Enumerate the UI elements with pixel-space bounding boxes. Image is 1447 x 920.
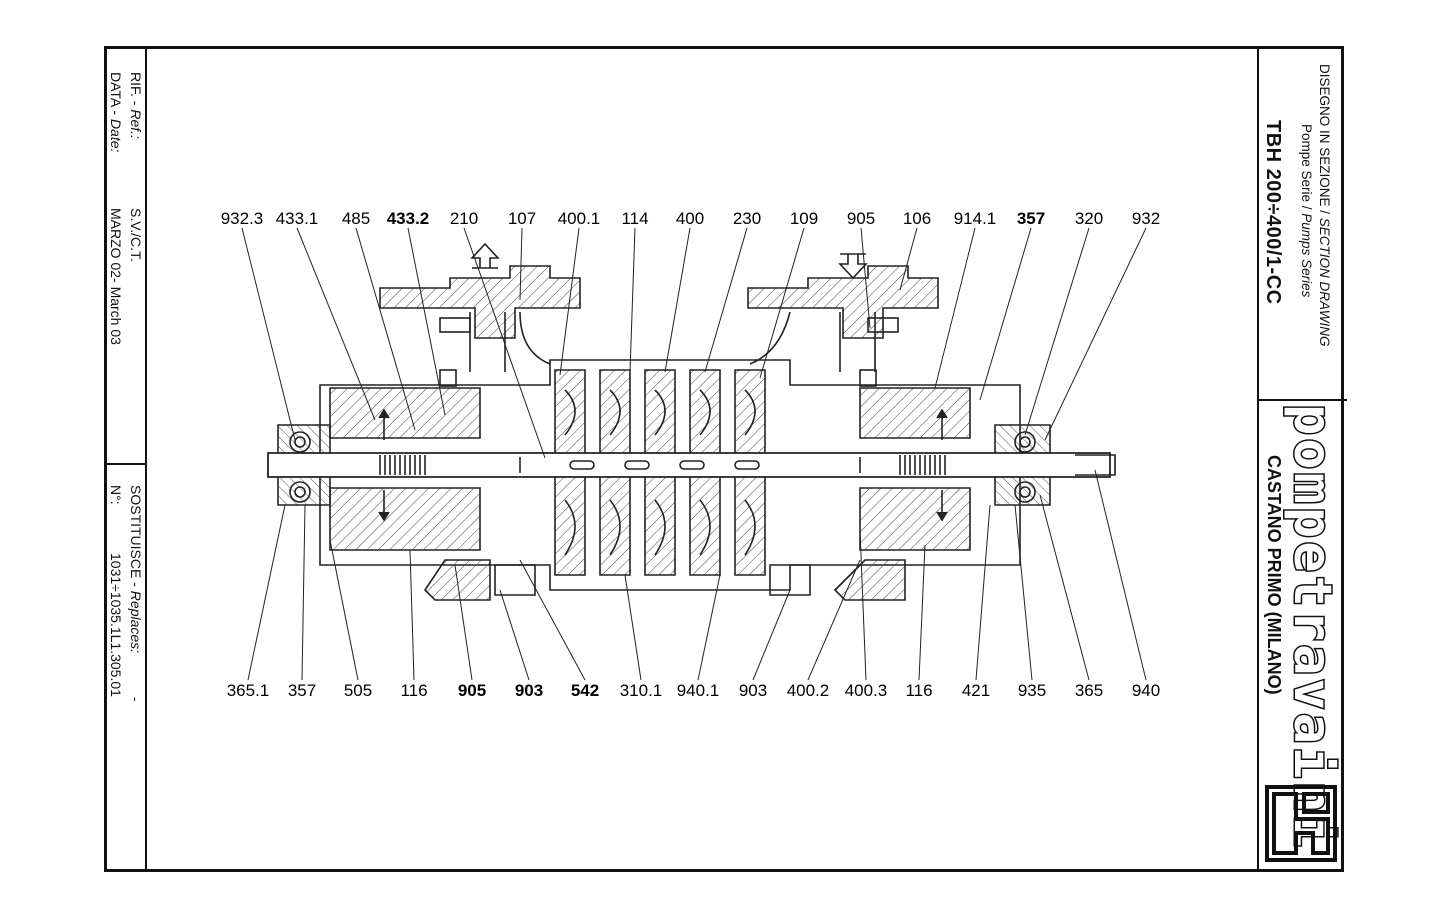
part-label: 914.1 [954,209,997,228]
part-label: 320 [1075,209,1103,228]
part-label: 400.1 [558,209,601,228]
part-label: 905 [458,681,486,700]
title-block-divider [1257,49,1259,869]
part-label: 365 [1075,681,1103,700]
part-label: 107 [508,209,536,228]
part-label: 357 [288,681,316,700]
part-label: 106 [903,209,931,228]
drawing-sheet [104,46,1347,872]
part-label: 932 [1132,209,1160,228]
part-label: 903 [515,681,543,700]
part-label: 116 [400,681,427,700]
part-label: 940.1 [677,681,720,700]
part-labels-top: 932.3 433.1 485 433.2 210 107 400.1 114 … [221,209,1160,228]
part-label: 433.1 [276,209,319,228]
part-label: 109 [790,209,818,228]
part-label: 940 [1132,681,1160,700]
part-label: 505 [344,681,372,700]
part-labels-bottom: 365.1 357 505 116 905 903 542 310.1 940.… [227,681,1160,700]
part-label: 400.2 [787,681,830,700]
part-label: 230 [733,209,761,228]
part-label: 210 [450,209,478,228]
info-strip-split [107,463,145,465]
pump-body-outline [319,359,1021,591]
part-label: 400 [676,209,704,228]
part-label: 903 [739,681,767,700]
part-label: 542 [571,681,599,700]
part-label: 365.1 [227,681,270,700]
part-label: 905 [847,209,875,228]
part-label: 310.1 [620,681,663,700]
part-label: 935 [1018,681,1046,700]
suction-flange [747,265,939,339]
part-label: 433.2 [387,209,430,228]
part-label: 116 [905,681,932,700]
part-label: 485 [342,209,370,228]
flow-out-arrow-icon [470,242,500,269]
title-block-split [1257,399,1347,401]
info-strip-divider [145,49,147,869]
part-label: 357 [1017,209,1045,228]
part-label: 400.3 [845,681,888,700]
part-label: 114 [621,209,648,228]
part-label: 932.3 [221,209,264,228]
flow-in-arrow-icon [838,253,868,280]
discharge-flange [379,265,581,339]
part-label: 421 [962,681,990,700]
